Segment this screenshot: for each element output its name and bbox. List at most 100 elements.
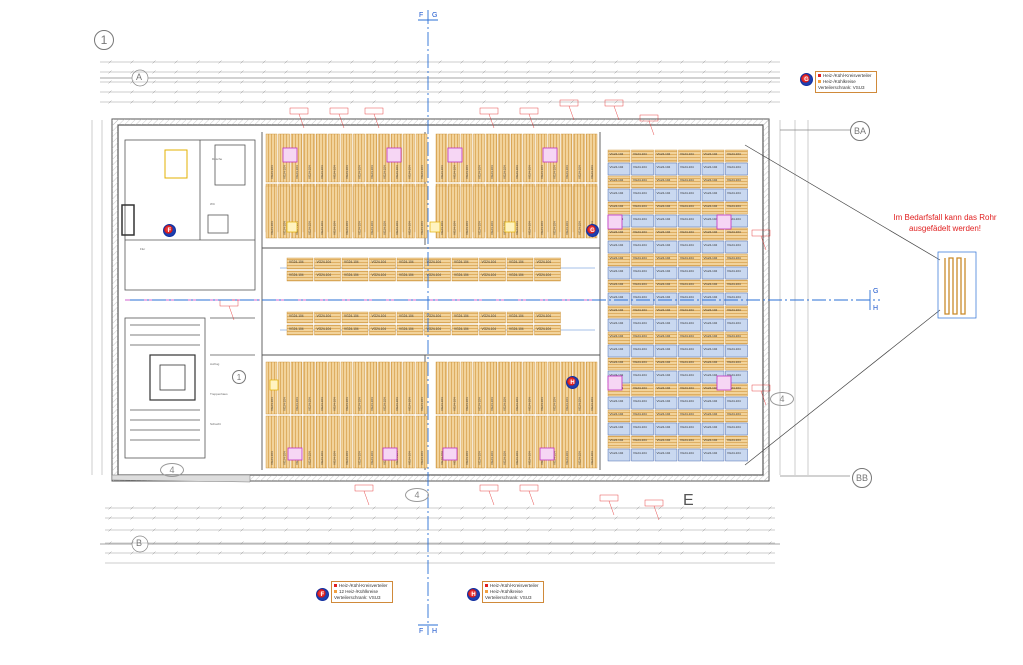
dimension-tick xyxy=(548,60,552,64)
dimension-tick xyxy=(350,551,354,555)
zone-letter: E xyxy=(683,492,694,509)
heating-panel xyxy=(701,318,725,332)
heating-panel-label: VG24-104 xyxy=(633,256,647,260)
dimension-tick xyxy=(284,100,288,104)
heating-panel-pipes xyxy=(534,271,561,281)
legend-top-right: Heiz-/Kühl-Kreisverteiler Heiz-/Kühlkrei… xyxy=(815,71,877,93)
dimension-tick xyxy=(262,80,266,84)
dimension-tick xyxy=(438,528,442,532)
heating-panel-pipes xyxy=(314,325,341,335)
heating-panel-label: VG24-104 xyxy=(680,425,694,429)
dimension-tick xyxy=(658,551,662,555)
dimension-tick xyxy=(438,100,442,104)
heating-panel-label: VG24-104 xyxy=(590,451,594,465)
heating-panel-label: VG24-104 xyxy=(704,152,718,156)
room-tag: 1 xyxy=(232,370,246,384)
heating-panel-label: VG24-104 xyxy=(289,273,304,277)
heating-panel-label: VG24-104 xyxy=(408,397,412,411)
dimension-tick xyxy=(504,528,508,532)
heating-panel-pipes xyxy=(341,134,352,182)
dimension-tick xyxy=(350,506,354,510)
heating-panel-pipes xyxy=(608,228,630,240)
heating-panel-label: VG24-104 xyxy=(657,386,671,390)
heating-panel-label: VG24-104 xyxy=(657,282,671,286)
legend-line: Heiz-/Kühlkreise xyxy=(490,589,523,594)
heating-panel-pipes xyxy=(424,312,451,323)
heating-panel-label: VG24-104 xyxy=(704,321,718,325)
heating-panel-label: VG24-104 xyxy=(345,451,349,465)
dimension-tick xyxy=(658,80,662,84)
heating-panel-pipes xyxy=(416,362,427,414)
heating-panel-label: VG24-104 xyxy=(395,397,399,411)
heating-panel-pipes xyxy=(369,258,396,269)
heating-panel-label: VG24-104 xyxy=(333,397,337,411)
heating-panel-label: VG24-104 xyxy=(383,397,387,411)
dimension-tick xyxy=(702,516,706,520)
heating-panel-label: VG24-104 xyxy=(308,165,312,179)
heating-panel xyxy=(678,214,701,228)
dimension-tick xyxy=(328,80,332,84)
heating-panel-label: VG24-104 xyxy=(727,308,741,312)
dimension-tick xyxy=(570,90,574,94)
heating-panel-pipes xyxy=(287,325,313,335)
heating-panel-label: VG24-104 xyxy=(680,230,694,234)
dimension-tick xyxy=(152,60,156,64)
heating-panel-pipes xyxy=(328,186,340,238)
dimension-tick xyxy=(174,80,178,84)
dimension-tick xyxy=(350,90,354,94)
dimension-tick xyxy=(262,70,266,74)
heating-panel-label: VG24-104 xyxy=(509,314,524,318)
heating-panel-label: VG24-104 xyxy=(680,256,694,260)
heating-panel-label: VG24-104 xyxy=(704,347,718,351)
heating-panel-label: VG24-104 xyxy=(427,327,442,331)
manifold-marker-g: G xyxy=(586,224,599,237)
heating-panel-label: VG24-104 xyxy=(633,451,647,455)
heating-panel-label: VG24-104 xyxy=(553,221,557,235)
heating-panel-label: VG24-104 xyxy=(515,451,519,465)
dimension-tick xyxy=(702,70,706,74)
heating-panel-label: VG24-104 xyxy=(657,308,671,312)
dimension-tick xyxy=(372,100,376,104)
dimension-tick xyxy=(240,506,244,510)
red-callout-leader xyxy=(488,490,495,506)
axis-right-top-label: G xyxy=(873,288,879,295)
heating-panel-label: VG24-104 xyxy=(727,438,741,442)
heating-panel-label: VG24-104 xyxy=(565,451,569,465)
heating-panel-label: VG24-104 xyxy=(578,165,582,179)
heating-panel xyxy=(725,318,748,332)
red-callout-leader xyxy=(528,490,535,506)
heating-panel-label: VG24-104 xyxy=(320,397,324,411)
heating-panel xyxy=(654,292,678,306)
heating-panel-label: VG24-104 xyxy=(553,451,557,465)
room-tag: 4 xyxy=(770,392,794,406)
red-callout-leader xyxy=(648,120,655,136)
heating-panel-pipes xyxy=(424,325,451,335)
heating-panel-pipes xyxy=(366,416,377,468)
dimension-tick xyxy=(394,70,398,74)
dimension-tick xyxy=(504,506,508,510)
dimension-tick xyxy=(548,528,552,532)
section-axis-horizontal xyxy=(130,290,880,310)
yellow-fixtures xyxy=(269,221,516,391)
dimension-tick xyxy=(768,516,772,520)
heating-panel-pipes xyxy=(725,254,748,266)
dimension-tick xyxy=(306,516,310,520)
heating-panel-pipes xyxy=(397,325,423,335)
heating-panel-label: VG24-104 xyxy=(320,165,324,179)
dimension-tick xyxy=(284,70,288,74)
heating-panel-label: VG24-104 xyxy=(454,260,469,264)
dimension-tick xyxy=(702,60,706,64)
dimension-tick xyxy=(482,528,486,532)
dimension-tick xyxy=(108,516,112,520)
heating-panel-label: VG24-104 xyxy=(680,178,694,182)
heating-panel-pipes xyxy=(655,202,677,214)
dimension-tick xyxy=(504,551,508,555)
heating-panel-label: VG24-104 xyxy=(540,397,544,411)
heating-panel-label: VG24-104 xyxy=(454,273,469,277)
heating-panel-label: VG24-104 xyxy=(704,451,718,455)
heating-panel-pipes xyxy=(631,228,654,240)
heating-panel-pipes xyxy=(608,176,630,188)
detail-callout xyxy=(744,144,977,466)
dimension-tick xyxy=(592,100,596,104)
heating-panel xyxy=(678,240,701,254)
